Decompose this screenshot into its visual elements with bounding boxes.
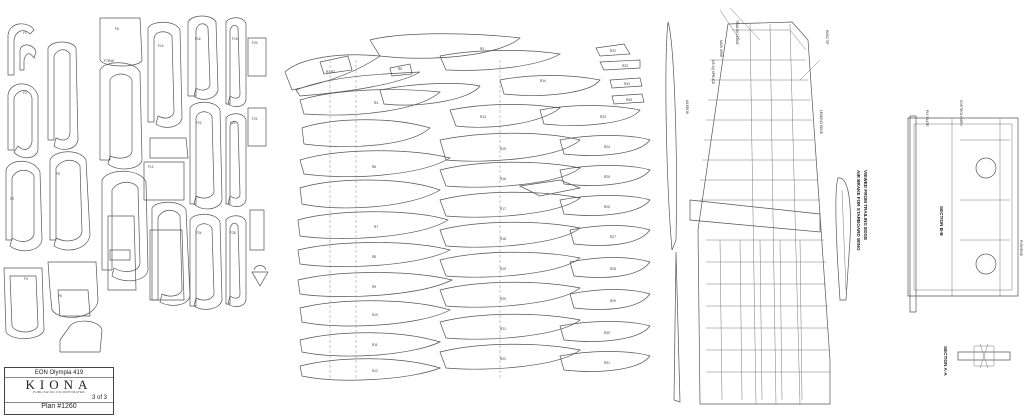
svg-text:CONTROL HORN: CONTROL HORN [959,100,963,126]
svg-text:1/8 SQ SPRUCE: 1/8 SQ SPRUCE [711,60,715,84]
title-block: EON Olympia 419 KIONA PUBLISHING INCORPO… [4,367,114,415]
svg-text:F7M16: F7M16 [104,59,114,63]
svg-text:R32: R32 [610,49,616,53]
svg-text:R18: R18 [500,237,506,241]
publisher-subtitle: PUBLISHING INCORPORATED [32,390,86,394]
svg-text:R16: R16 [500,177,506,181]
svg-text:MAIN SPAR: MAIN SPAR [719,40,723,58]
svg-text:R12: R12 [372,369,378,373]
svg-text:R4: R4 [374,101,378,105]
svg-text:LEADING EDGE: LEADING EDGE [819,110,823,134]
svg-text:R14: R14 [540,79,546,83]
svg-text:F4: F4 [24,277,28,281]
svg-text:R35: R35 [626,98,632,102]
section-a-label: SECTION A-A [943,346,948,376]
svg-text:F22: F22 [196,121,202,125]
air-brake-title: AIR BRAKE FOR STARBOARD WING VIEWED FROM… [856,170,868,251]
section-b-label: SECTION B-B [939,206,944,237]
svg-text:R24: R24 [604,145,610,149]
sheet-number: 3 of 3 [91,395,107,401]
svg-text:R13: R13 [480,115,486,119]
rib-labels: R1 R2 R3 R4 R5 R6 R7 R8 R9 R10 R11 R12 R… [326,47,632,373]
svg-text:R11: R11 [372,343,378,347]
svg-text:R15: R15 [500,147,506,151]
svg-text:F20: F20 [252,41,258,45]
svg-text:WING TIP: WING TIP [825,30,829,44]
wing-callouts: 1/8 SQ SPRUCE MAIN SPAR TRAILING EDGE AI… [685,20,829,134]
wing-planform-group [665,7,851,405]
svg-text:R25: R25 [604,175,610,179]
section-a-a-group: SECTION A-A [943,343,1011,376]
svg-text:R30: R30 [604,331,610,335]
svg-text:R31: R31 [604,361,610,365]
svg-text:F13: F13 [148,165,154,169]
fuselage-formers-group [3,15,269,353]
model-name: EON Olympia 419 [5,369,113,378]
svg-text:R27: R27 [610,235,616,239]
svg-text:R26: R26 [604,205,610,209]
svg-text:F24: F24 [196,231,202,235]
wing-ribs-group [284,33,651,381]
svg-text:R3: R3 [480,47,484,51]
air-brake-title-line1: AIR BRAKE FOR STARBOARD WING [856,170,861,251]
section-b-b-group: SECTION B-B PLY PLATE CONTROL HORN PUSHR… [907,100,1023,313]
svg-text:R20: R20 [500,297,506,301]
svg-text:F18: F18 [232,37,238,41]
former-labels: F1 F2 F3 F4 F5 F6 F7M16 F8 F13 F14 F16 F… [10,27,258,298]
svg-text:F16: F16 [195,37,201,41]
svg-text:R34: R34 [624,82,630,86]
svg-text:R5: R5 [398,67,402,71]
svg-text:F14: F14 [158,44,164,48]
svg-text:F5: F5 [56,172,60,176]
svg-text:R6: R6 [372,165,376,169]
svg-text:F1: F1 [23,31,27,35]
svg-text:R19: R19 [500,267,506,271]
svg-text:R17: R17 [500,207,506,211]
svg-text:R8: R8 [372,255,376,259]
svg-text:F3: F3 [10,197,14,201]
svg-text:R28: R28 [610,267,616,271]
svg-text:F2: F2 [23,91,27,95]
svg-text:AILERON: AILERON [685,100,689,115]
svg-text:TRAILING EDGE: TRAILING EDGE [735,20,739,45]
svg-text:R33: R33 [622,64,628,68]
svg-text:R21: R21 [500,327,506,331]
svg-text:F23: F23 [230,121,236,125]
plan-number: Plan #1260 [5,402,113,411]
svg-text:R22: R22 [500,357,506,361]
air-brake-title-line2: VIEWED FROM TRAILING EDGE [863,170,868,240]
svg-text:PUSHROD: PUSHROD [1019,240,1023,257]
svg-text:F8: F8 [115,27,119,31]
publisher-logo: KIONA [25,377,93,392]
svg-text:PLY PLATE: PLY PLATE [925,110,929,126]
svg-text:F21: F21 [252,117,258,121]
svg-text:R9: R9 [372,285,376,289]
svg-text:F6: F6 [58,294,62,298]
svg-text:R29: R29 [610,299,616,303]
svg-text:F25: F25 [230,231,236,235]
svg-text:R23: R23 [600,115,606,119]
svg-text:R10: R10 [372,313,378,317]
svg-text:R7: R7 [374,225,378,229]
svg-text:R1 R2: R1 R2 [326,70,335,74]
